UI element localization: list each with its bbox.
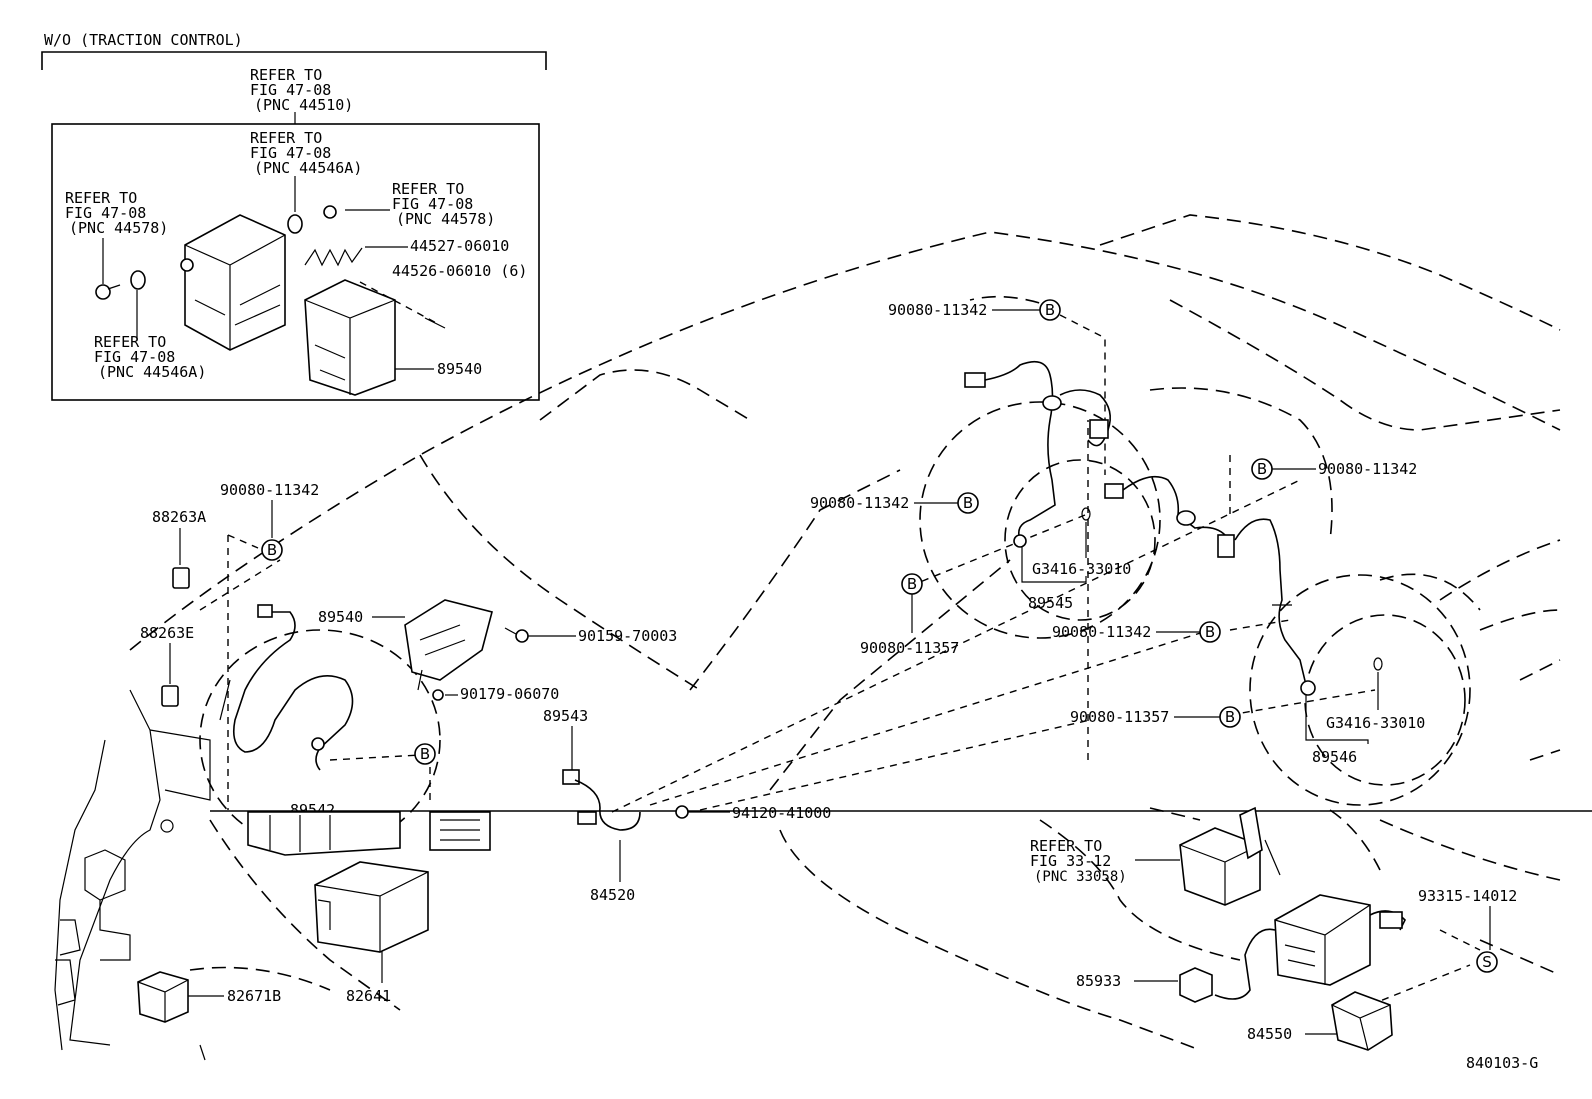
- svg-text:B: B: [1257, 460, 1267, 478]
- relay-icon: [172, 567, 190, 589]
- svg-text:B: B: [267, 541, 277, 559]
- inset-ref-bolt-left: REFER TO FIG 47-08 (PNC 44578): [65, 189, 168, 237]
- svg-text:B: B: [1225, 708, 1235, 726]
- header-title: W/O (TRACTION CONTROL): [44, 31, 243, 49]
- svg-text:B: B: [1045, 301, 1055, 319]
- svg-text:REFER TO: REFER TO: [1030, 837, 1102, 855]
- badge-b-icon: B: [261, 539, 283, 561]
- bolt-icon: [95, 284, 121, 300]
- label-88263E: 88263E: [140, 624, 194, 642]
- relay-icon: [137, 971, 189, 1023]
- svg-text:REFER TO: REFER TO: [392, 180, 464, 198]
- seal-ring-icon: [130, 270, 146, 290]
- label-89540: 89540: [318, 608, 363, 626]
- svg-text:FIG 47-08: FIG 47-08: [392, 195, 473, 213]
- label-84550: 84550: [1247, 1025, 1292, 1043]
- svg-text:FIG 47-08: FIG 47-08: [250, 144, 331, 162]
- sensor-unit-icon: [1331, 991, 1393, 1051]
- badge-b-icon: B: [414, 743, 436, 765]
- label-90080-11342-rmid: 90080-11342: [1052, 623, 1151, 641]
- svg-text:REFER TO: REFER TO: [65, 189, 137, 207]
- control-unit-icon: [314, 861, 429, 953]
- label-90080-11357-left: 90080-11357: [860, 639, 959, 657]
- screw-icon: [424, 317, 446, 329]
- label-84520: 84520: [590, 886, 635, 904]
- ref-fig-33-12: REFER TO FIG 33-12 (PNC 33058): [1030, 837, 1127, 885]
- label-G3416-33010-left: G3416-33010: [1032, 560, 1131, 578]
- rear-right-sensor-wire: [1104, 475, 1316, 696]
- bolt-icon: [323, 205, 337, 219]
- badge-s-icon: S: [1476, 951, 1498, 973]
- inset-part-ecu: 89540: [437, 360, 482, 378]
- label-89546: 89546: [1312, 748, 1357, 766]
- label-82641: 82641: [346, 987, 391, 1005]
- abs-ecu-icon: [304, 279, 396, 396]
- label-90080-11342-mid: 90080-11342: [810, 494, 909, 512]
- connector-icon: [562, 769, 580, 785]
- badge-b-icon: B: [1199, 621, 1221, 643]
- svg-text:B: B: [907, 575, 917, 593]
- inset-ref-bolt-right: REFER TO FIG 47-08 (PNC 44578): [392, 180, 495, 228]
- svg-text:REFER TO: REFER TO: [94, 333, 166, 351]
- label-90080-11342-top: 90080-11342: [888, 301, 987, 319]
- connector-icon: [1179, 967, 1213, 1003]
- svg-text:FIG 47-08: FIG 47-08: [250, 81, 331, 99]
- bracket-assembly-icon: [1179, 806, 1281, 906]
- bolt-icon: [504, 627, 529, 643]
- svg-text:(PNC 44546A): (PNC 44546A): [254, 159, 362, 177]
- spring-icon: [304, 247, 363, 267]
- label-90080-11342: 90080-11342: [220, 481, 319, 499]
- label-90080-11342-right: 90080-11342: [1318, 460, 1417, 478]
- svg-text:(PNC 33058): (PNC 33058): [1034, 869, 1127, 885]
- label-89545: 89545: [1028, 594, 1073, 612]
- label-G3416-33010-right: G3416-33010: [1326, 714, 1425, 732]
- inset-ref-seal-left: REFER TO FIG 47-08 (PNC 44546A): [94, 333, 206, 381]
- svg-text:FIG 47-08: FIG 47-08: [65, 204, 146, 222]
- svg-text:S: S: [1482, 953, 1492, 971]
- label-82671B: 82671B: [227, 987, 281, 1005]
- computer-bracket-icon: [404, 599, 493, 701]
- badge-b-icon: B: [957, 492, 979, 514]
- label-90159-70003: 90159-70003: [578, 627, 677, 645]
- front-speed-sensor-wire: [219, 604, 354, 771]
- inset-part-screw: 44526-06010 (6): [392, 262, 527, 280]
- relay-icon: [161, 685, 179, 707]
- svg-text:B: B: [420, 745, 430, 763]
- badge-b-icon: B: [1039, 299, 1061, 321]
- junction-block-icon: [247, 811, 491, 856]
- svg-text:(PNC 44578): (PNC 44578): [69, 219, 168, 237]
- svg-text:(PNC 44578): (PNC 44578): [396, 210, 495, 228]
- inset-ref-top: REFER TO FIG 47-08 (PNC 44510): [250, 66, 353, 114]
- inset-ref-seal: REFER TO FIG 47-08 (PNC 44546A): [250, 129, 362, 177]
- badge-b-icon: B: [901, 573, 923, 595]
- label-88263A: 88263A: [152, 508, 206, 526]
- label-93315-14012: 93315-14012: [1418, 887, 1517, 905]
- inset-part-spring: 44527-06010: [410, 237, 509, 255]
- svg-text:B: B: [963, 494, 973, 512]
- svg-text:FIG 47-08: FIG 47-08: [94, 348, 175, 366]
- rear-left-sensor-wire: [964, 360, 1111, 548]
- body-structure-outline: [54, 689, 211, 1061]
- label-90080-11357-right: 90080-11357: [1070, 708, 1169, 726]
- badge-b-icon: B: [1219, 706, 1241, 728]
- header-bracket: [41, 51, 547, 70]
- svg-text:(PNC 44510): (PNC 44510): [254, 96, 353, 114]
- label-89543: 89543: [543, 707, 588, 725]
- svg-text:REFER TO: REFER TO: [250, 129, 322, 147]
- yaw-sensor-harness-icon: [1214, 894, 1406, 1000]
- badge-b-icon: B: [1251, 458, 1273, 480]
- vehicle-outline: [129, 214, 1561, 1051]
- figure-code: 840103-G: [1466, 1054, 1538, 1072]
- label-90179-06070: 90179-06070: [460, 685, 559, 703]
- abs-actuator-icon: [180, 214, 286, 351]
- harness-clip-icon: [574, 779, 641, 831]
- svg-text:B: B: [1205, 623, 1215, 641]
- svg-text:FIG 33-12: FIG 33-12: [1030, 852, 1111, 870]
- svg-text:(PNC 44546A): (PNC 44546A): [98, 363, 206, 381]
- label-94120-41000: 94120-41000: [732, 804, 831, 822]
- svg-text:REFER TO: REFER TO: [250, 66, 322, 84]
- seal-ring-icon: [287, 214, 303, 234]
- label-85933: 85933: [1076, 972, 1121, 990]
